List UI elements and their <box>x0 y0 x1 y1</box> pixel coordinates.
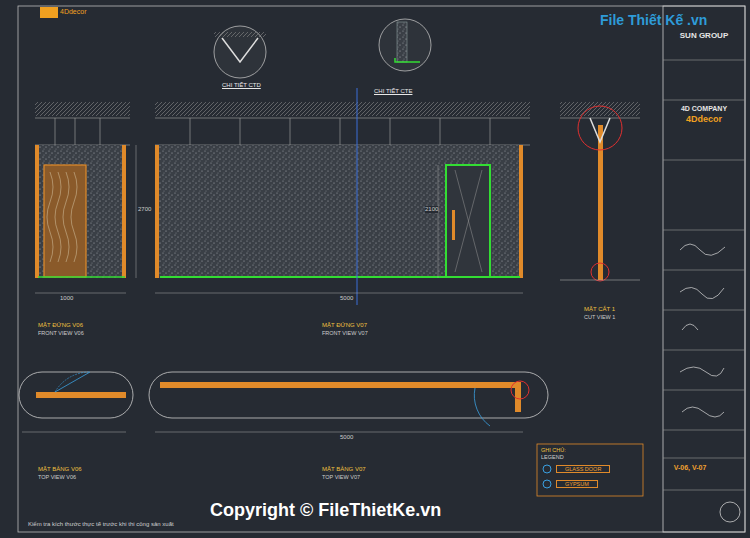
legend-row: GLASS DOOR <box>542 464 610 474</box>
legend-text: GYPSUM <box>556 480 598 488</box>
view-subtitle: FRONT VIEW V06 <box>38 330 84 336</box>
view-title: MẶT ĐỨNG V06 <box>38 322 83 329</box>
view-title: MẶT BẰNG V07 <box>322 466 366 473</box>
watermark: Copyright © FileThietKe.vn <box>210 500 441 521</box>
view-subtitle: TOP VIEW V06 <box>38 474 76 480</box>
dimension: 5000 <box>340 295 353 302</box>
legend-symbol <box>542 464 552 474</box>
view-subtitle: TOP VIEW V07 <box>322 474 360 480</box>
logo-text: 4Ddecor <box>60 8 86 16</box>
dimension: 2700 <box>138 206 151 213</box>
view-title: MẶT CẮT 1 <box>584 306 615 313</box>
legend-text: GLASS DOOR <box>556 465 610 473</box>
cell-text: 4Ddecor <box>665 113 743 125</box>
legend-subtitle: LEGEND <box>541 454 564 460</box>
chi-tiet-title: CHI TIẾT CTE <box>374 88 412 95</box>
cell-text: 4D COMPANY <box>665 104 743 113</box>
cell-text: V-06, V-07 <box>665 463 715 472</box>
dimension: 1000 <box>60 295 73 302</box>
view-title: MẶT BẰNG V06 <box>38 466 82 473</box>
company-cell: 4D COMPANY4Ddecor <box>665 104 743 127</box>
sun-group-cell: SUN GROUP <box>665 30 743 43</box>
dimension: 2100 <box>425 206 438 213</box>
view-subtitle: FRONT VIEW V07 <box>322 330 368 336</box>
legend-symbol <box>542 479 552 489</box>
view-subtitle: CUT VIEW 1 <box>584 314 615 320</box>
watermark-logo: File Thiết Kế .vn <box>600 12 707 28</box>
cell-text: SUN GROUP <box>665 30 743 41</box>
legend-title: GHI CHÚ: <box>541 447 566 453</box>
sheet-number: V-06, V-07 <box>665 463 715 474</box>
note: Kiểm tra kích thước thực tế trước khi th… <box>28 521 174 528</box>
chi-tiet-title: CHI TIẾT CTD <box>222 82 261 89</box>
view-title: MẶT ĐỨNG V07 <box>322 322 367 329</box>
dimension: 5000 <box>340 434 353 441</box>
legend-row: GYPSUM <box>542 479 598 489</box>
